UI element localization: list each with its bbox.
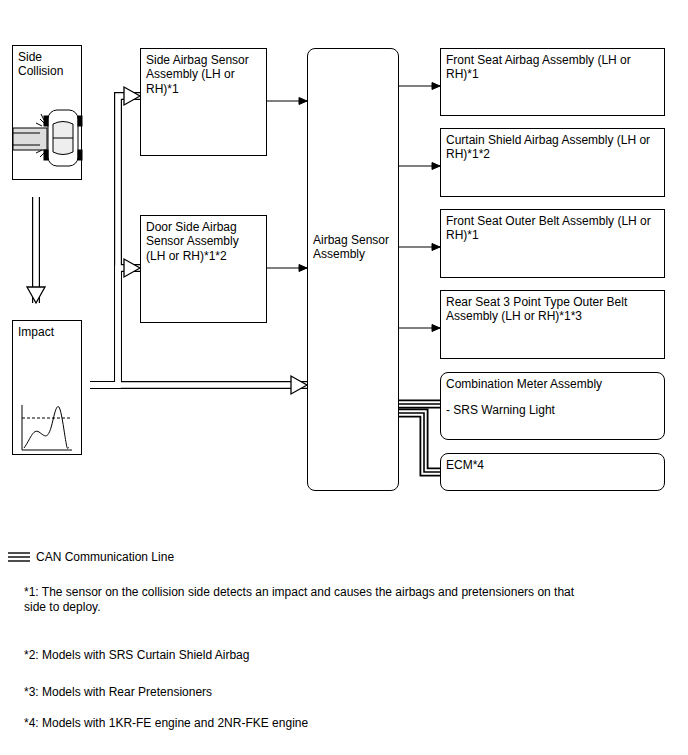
output-box: Front Seat Outer Belt Assembly (LH or RH… — [440, 209, 665, 278]
can-line — [399, 413, 440, 472]
event-box: Impact — [12, 320, 82, 455]
can-line-sample — [8, 553, 30, 561]
hollow-arrow — [90, 268, 140, 385]
can-center-line — [399, 413, 440, 472]
arrow-head — [291, 376, 307, 394]
ecu-box: ECM*4 — [440, 453, 665, 491]
arrow-head — [27, 287, 45, 303]
footnote: *1: The sensor on the collision side det… — [24, 585, 594, 615]
footnote: *3: Models with Rear Pretensioners — [24, 685, 584, 700]
box-title: Side Collision — [18, 50, 76, 79]
impact-marks — [36, 114, 45, 157]
ecu-box: Airbag Sensor Assembly — [307, 48, 399, 491]
box-title: Door Side Airbag Sensor Assembly (LH or … — [146, 220, 261, 263]
arrow-head — [124, 87, 140, 105]
line-core — [90, 382, 307, 388]
box-title: Airbag Sensor Assembly — [313, 233, 393, 262]
footnote: *2: Models with SRS Curtain Shield Airba… — [24, 648, 584, 663]
sensor-box: Door Side Airbag Sensor Assembly (LH or … — [140, 215, 267, 323]
box-title: Rear Seat 3 Point Type Outer Belt Assemb… — [446, 295, 659, 324]
output-box: Front Seat Airbag Assembly (LH or RH)*1 — [440, 48, 665, 116]
hollow-arrow — [90, 96, 140, 385]
arrow-head — [432, 83, 440, 90]
meter-box: Combination Meter Assembly - SRS Warning … — [440, 372, 665, 440]
can-line — [399, 400, 440, 409]
line-core — [399, 401, 440, 406]
can-center-line — [399, 403, 440, 405]
arrow-head — [299, 98, 307, 105]
box-title: Combination Meter Assembly — [446, 377, 659, 391]
box-title: ECM*4 — [446, 458, 659, 472]
arrow-head — [432, 325, 440, 332]
impact-graph — [22, 405, 72, 450]
arrow-head — [432, 244, 440, 251]
struck-car — [48, 110, 78, 166]
box-title: Curtain Shield Airbag Assembly (LH or RH… — [446, 133, 659, 162]
box-title: Front Seat Outer Belt Assembly (LH or RH… — [446, 214, 659, 243]
collision-illustration — [13, 110, 82, 166]
output-box: Rear Seat 3 Point Type Outer Belt Assemb… — [440, 290, 665, 359]
box-title: Front Seat Airbag Assembly (LH or RH)*1 — [446, 53, 659, 82]
box-title: Side Airbag Sensor Assembly (LH or RH)*1 — [146, 53, 261, 96]
box-title: Impact — [18, 325, 76, 339]
hollow-arrow — [90, 381, 307, 389]
line-core — [90, 96, 140, 385]
arrow-head — [299, 265, 307, 272]
arrow-head — [124, 259, 140, 277]
event-box: Side Collision — [12, 45, 82, 180]
output-box: Curtain Shield Airbag Assembly (LH or RH… — [440, 128, 665, 197]
line-core — [90, 268, 140, 385]
line-core — [399, 413, 440, 472]
box-detail: - SRS Warning Light — [446, 403, 659, 417]
footnote: *4: Models with 1KR-FE engine and 2NR-FK… — [24, 716, 584, 731]
arrow-head — [432, 163, 440, 170]
legend-text: CAN Communication Line — [36, 550, 174, 565]
sensor-box: Side Airbag Sensor Assembly (LH or RH)*1 — [140, 48, 267, 156]
striking-car — [13, 128, 47, 150]
